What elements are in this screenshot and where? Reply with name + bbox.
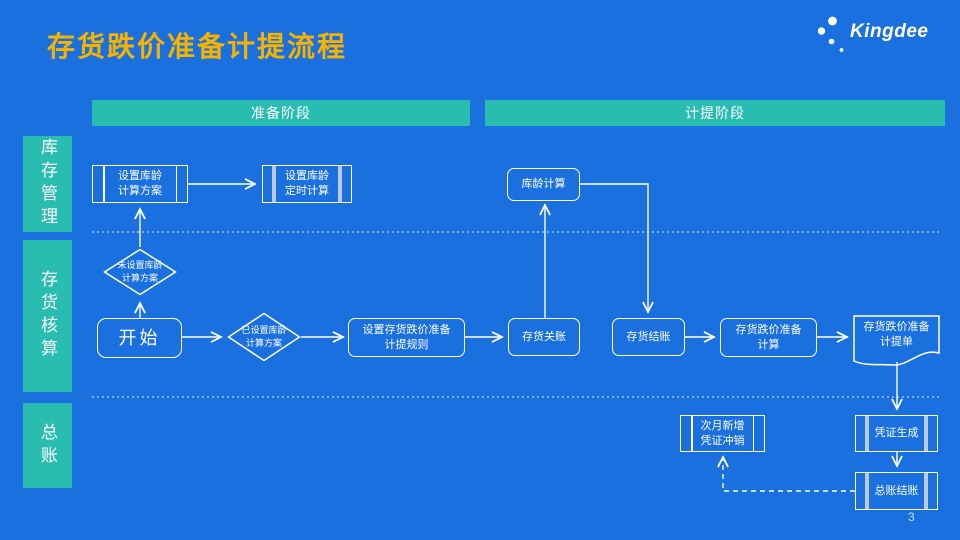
node-provision-document: 存货跌价准备 计提单 (853, 315, 940, 367)
node-inventory-settle: 存货结账 (612, 318, 685, 356)
connector-glclose-to-reversal (723, 457, 855, 492)
lane-label-general-ledger: 总账 (23, 403, 72, 488)
node-voucher-generate: 凭证生成 (855, 415, 938, 452)
node-label: 存货跌价准备 计提单 (863, 321, 930, 348)
node-label: 存货结账 (626, 330, 671, 343)
node-inventory-close: 存货关账 (508, 318, 580, 356)
kingdee-logo-text: Kingdee (850, 21, 929, 42)
diamond-shape (227, 312, 301, 362)
node-label: 设置库龄 计算方案 (118, 170, 162, 197)
node-label: 设置库龄 定时计算 (285, 170, 329, 197)
node-aging-calc: 库龄计算 (507, 168, 580, 201)
node-set-provision-rule: 设置存货跌价准备 计提规则 (348, 318, 465, 357)
node-start: 开始 (97, 318, 182, 358)
node-label: 未设置库龄 计算方案 (117, 260, 163, 283)
node-provision-calc: 存货跌价准备 计算 (720, 318, 817, 357)
node-label: 库龄计算 (521, 178, 566, 191)
node-label: 总账结账 (874, 484, 919, 497)
node-label: 开始 (118, 327, 161, 348)
node-label: 次月新增 凭证冲销 (700, 419, 745, 447)
lane-label-inventory-accounting: 存货核算 (23, 240, 72, 392)
connector-agingcalc-to-settle (580, 183, 648, 312)
node-gl-close: 总账结账 (855, 472, 938, 510)
node-label: 已设置库龄 计算方案 (241, 325, 287, 348)
node-label: 存货跌价准备 计算 (735, 323, 802, 351)
node-set-aging-plan: 设置库龄 计算方案 (92, 165, 188, 203)
node-label: 凭证生成 (874, 427, 919, 440)
kingdee-logo: Kingdee (816, 14, 928, 54)
page-title: 存货跌价准备计提流程 (47, 31, 348, 62)
node-condition-no-aging-plan: 未设置库龄 计算方案 (103, 248, 177, 296)
node-label: 设置存货跌价准备 计提规则 (362, 323, 451, 351)
node-next-month-reversal: 次月新增 凭证冲销 (680, 415, 765, 452)
lane-label-inventory-management: 库存管理 (23, 136, 72, 232)
node-condition-has-aging-plan: 已设置库龄 计算方案 (227, 312, 301, 362)
kingdee-dots-icon (817, 16, 844, 52)
phase-header-preparation: 准备阶段 (92, 100, 470, 126)
diamond-shape (103, 248, 177, 296)
node-label: 存货关账 (522, 330, 566, 343)
node-set-aging-timer: 设置库龄 定时计算 (262, 165, 352, 203)
page-number: 3 (908, 510, 915, 524)
document-shape (853, 315, 940, 366)
phase-header-provision: 计提阶段 (485, 100, 945, 126)
